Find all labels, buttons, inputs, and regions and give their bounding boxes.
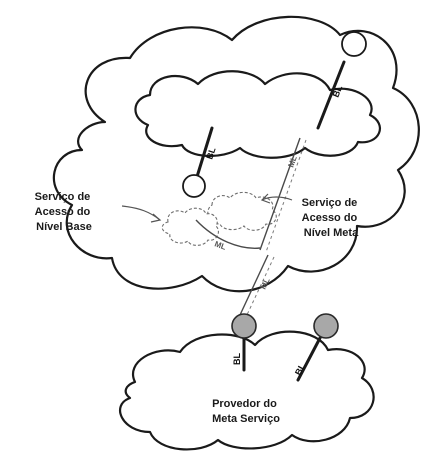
ml-link-upper-parallel — [265, 139, 307, 253]
meta-service-arrowhead — [260, 193, 271, 204]
base-service-line-1: Serviço de — [35, 191, 91, 203]
base-service-line-2: Acesso do — [35, 206, 91, 218]
provider-cloud — [118, 330, 375, 451]
meta-service-label: Serviço de Acesso do Nível Meta — [302, 197, 361, 239]
meta-access-cloud — [207, 191, 277, 231]
ml-link-base — [195, 219, 261, 249]
meta-service-arrow — [261, 196, 293, 201]
provider-line-2: Meta Serviço — [212, 413, 280, 425]
meta-service-line-1: Serviço de — [302, 197, 358, 209]
base-service-line-3: Nível Base — [36, 221, 92, 233]
bl-link-bottom-right — [296, 336, 322, 382]
base-service-arrowhead — [150, 213, 162, 223]
ml-link-lower-parallel — [245, 256, 275, 318]
provider-node-right — [313, 313, 339, 339]
outer-network-cloud — [52, 15, 420, 293]
top-node — [341, 31, 367, 57]
ml-link-upper — [259, 137, 301, 251]
provider-label: Provedor do Meta Serviço — [212, 398, 280, 425]
ml-link-lower — [239, 254, 269, 316]
bl-tag-middle: BL — [204, 146, 217, 161]
bl-tag-top: BL — [331, 83, 345, 98]
meta-service-line-3: Nível Meta — [304, 227, 359, 239]
provider-line-1: Provedor do — [212, 398, 277, 410]
middle-node — [182, 174, 206, 198]
base-service-label: Serviço de Acesso do Nível Base — [35, 191, 94, 233]
bl-link-middle — [194, 126, 214, 182]
provider-node-left — [231, 313, 257, 339]
ml-tag-lower: ML — [259, 276, 272, 290]
upper-network-cloud — [134, 70, 381, 159]
meta-service-line-2: Acesso do — [302, 212, 358, 224]
ml-tag-base: ML — [213, 239, 227, 251]
ml-tag-upper: ML — [286, 155, 298, 169]
base-access-cloud — [161, 207, 219, 246]
bl-link-top — [316, 60, 346, 130]
bl-tag-bottom-left: BL — [232, 353, 242, 365]
